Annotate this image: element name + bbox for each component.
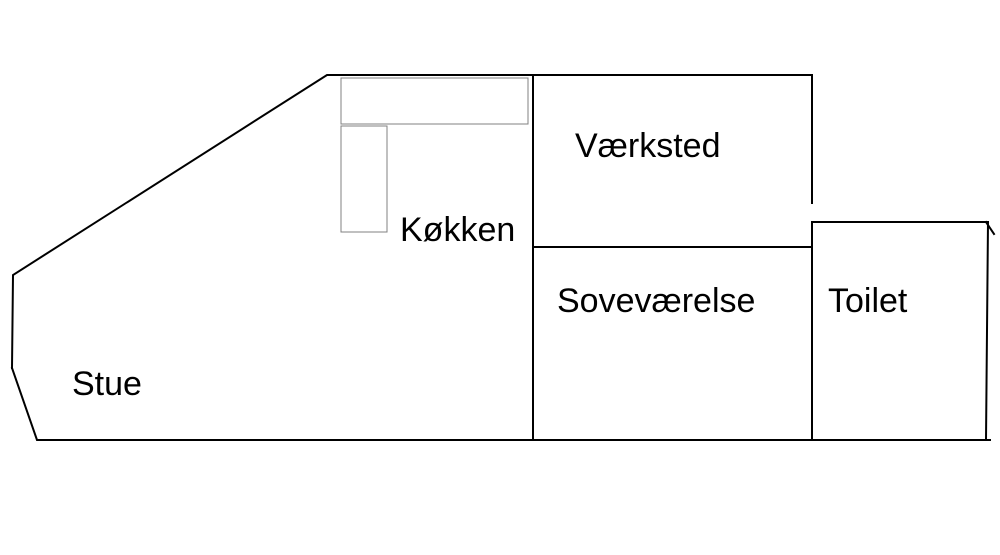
room-label-koekken: Køkken [400, 211, 515, 249]
outer-wall-west [10, 74, 813, 370]
room-label-sovevaerelse: Soveværelse [557, 282, 755, 320]
toilet-wall-notch [984, 220, 996, 236]
interior-walls [532, 74, 813, 441]
room-labels: Stue Køkken Værksted Soveværelse Toilet [72, 127, 908, 403]
outer-wall-main [10, 366, 991, 441]
room-label-toilet: Toilet [828, 282, 908, 320]
outer-walls [10, 74, 996, 442]
room-label-vaerksted: Værksted [575, 127, 721, 165]
kitchen-counters [340, 77, 529, 233]
room-label-stue: Stue [72, 365, 142, 403]
outer-wall-toilet [811, 221, 990, 442]
kitchen-counter-top [340, 77, 529, 125]
kitchen-counter-side [340, 125, 388, 233]
